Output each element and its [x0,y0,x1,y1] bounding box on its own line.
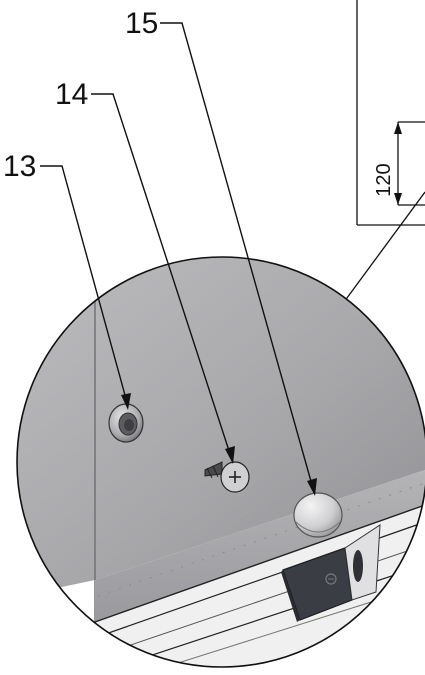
cap-part [293,492,343,538]
detail-view [17,257,425,667]
panel-dotted-line [239,439,425,521]
callout-13: 13 [3,150,131,410]
cabinet-panel [17,257,425,600]
detail-leader-line [343,191,425,303]
callout-leader-15 [160,22,315,493]
callout-14: 14 [55,78,235,464]
callout-arrow-13 [121,393,131,410]
callout-label-13: 13 [3,150,36,183]
callout-arrow-14 [225,446,235,464]
bracket-part [281,524,381,622]
panel-lower-strip [95,470,425,622]
screw-part [204,461,250,493]
dimension-group: 120 [343,0,425,303]
detail-circle [16,256,425,668]
dimension-arrow-top [394,122,402,134]
grommet-part [108,403,144,443]
rail-edge [94,504,425,623]
dimension-arrow-bottom [394,193,402,205]
callout-leader-13 [40,165,129,407]
callout-leader-14 [91,93,233,461]
dimension-label: 120 [373,163,395,196]
callout-arrow-15 [307,478,317,496]
callout-15: 15 [125,7,317,496]
callout-label-14: 14 [55,78,88,111]
panel-hole [38,347,48,359]
callout-label-15: 15 [125,7,158,40]
